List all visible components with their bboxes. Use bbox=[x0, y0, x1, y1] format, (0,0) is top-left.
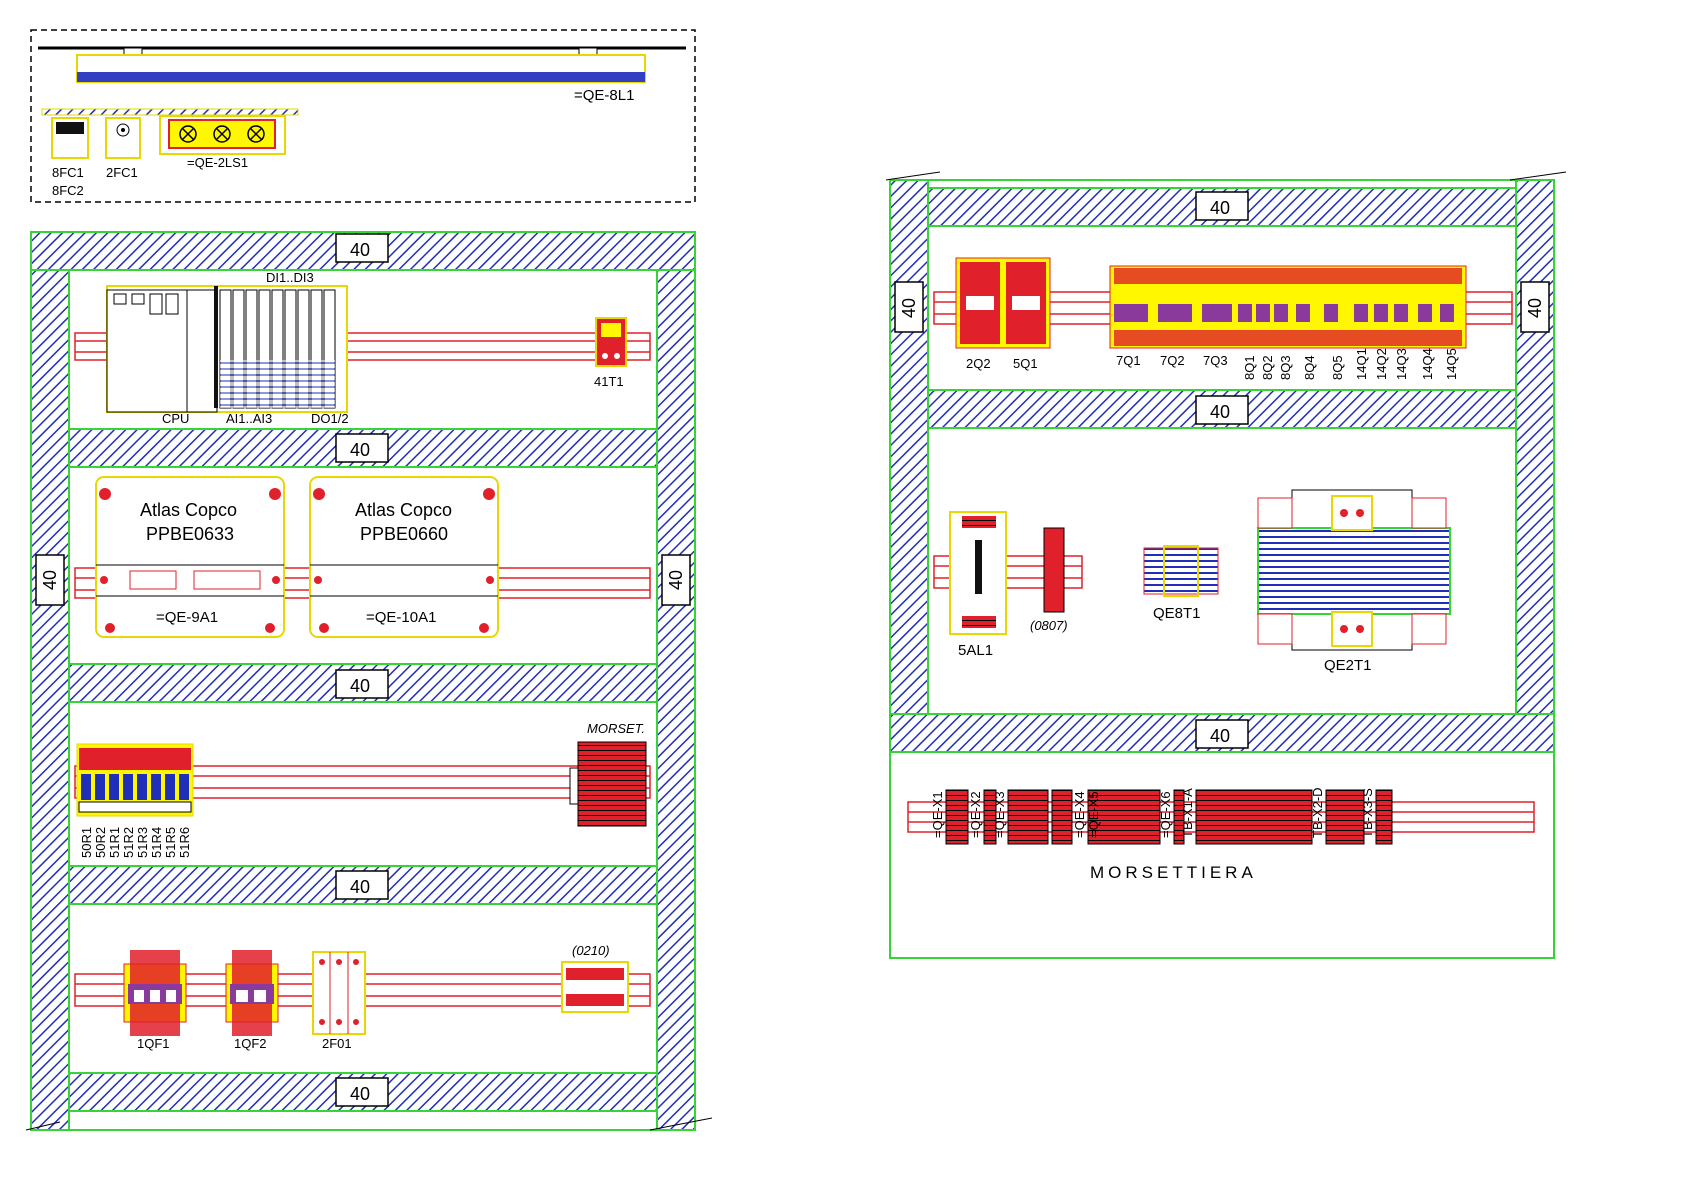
svg-text:14Q1: 14Q1 bbox=[1354, 348, 1369, 380]
lamp-bar-label: =QE-8L1 bbox=[574, 87, 634, 104]
breaker-1qf1-label: 1QF1 bbox=[137, 1036, 170, 1051]
left-duct-labels: 40 40 40 40 40 40 40 bbox=[35, 233, 691, 1107]
plc-di-label: DI1..DI3 bbox=[266, 270, 314, 285]
plc-ai-label: AI1..AI3 bbox=[226, 411, 272, 426]
svg-text:51R5: 51R5 bbox=[163, 827, 178, 858]
svg-text:8Q4: 8Q4 bbox=[1302, 355, 1317, 380]
fc2-label: 8FC2 bbox=[52, 183, 84, 198]
unit-b-model: PPBE0660 bbox=[360, 524, 448, 544]
psu-label: 5AL1 bbox=[958, 642, 993, 659]
unit-a-tag: =QE-9A1 bbox=[156, 609, 218, 626]
relay-bank bbox=[76, 743, 194, 817]
svg-text:=QE-X6: =QE-X6 bbox=[1158, 791, 1173, 838]
unit-b-brand: Atlas Copco bbox=[355, 500, 452, 520]
svg-text:40: 40 bbox=[1210, 198, 1230, 218]
svg-text:50R2: 50R2 bbox=[93, 827, 108, 858]
fuse-2f01 bbox=[312, 951, 366, 1035]
breaker-1qf1 bbox=[123, 950, 187, 1036]
svg-text:14Q5: 14Q5 bbox=[1444, 348, 1459, 380]
breaker-1qf2 bbox=[225, 950, 279, 1036]
svg-text:=QE-X1: =QE-X1 bbox=[930, 791, 945, 838]
svg-text:40: 40 bbox=[899, 298, 919, 318]
transformer-41t1-label: 41T1 bbox=[594, 374, 624, 389]
svg-text:14Q3: 14Q3 bbox=[1394, 348, 1409, 380]
terminal-group-labels: =QE-X1 =QE-X2 =QE-X3 =QE-X4 =QE-X5 =QE-X… bbox=[930, 787, 1375, 838]
fc1-label: 8FC1 bbox=[52, 165, 84, 180]
right-duct-labels: 40 40 40 40 40 bbox=[894, 191, 1550, 749]
svg-text:40: 40 bbox=[350, 440, 370, 460]
breaker-2q2-5q1 bbox=[955, 257, 1051, 349]
left-vertical-duct bbox=[30, 231, 70, 1131]
unit-a-brand: Atlas Copco bbox=[140, 500, 237, 520]
svg-text:=QE-X3: =QE-X3 bbox=[992, 791, 1007, 838]
svg-text:51R1: 51R1 bbox=[107, 827, 122, 858]
svg-text:8Q3: 8Q3 bbox=[1278, 355, 1293, 380]
limit-switch-2fc bbox=[105, 117, 141, 159]
left-cabinet bbox=[25, 231, 713, 1131]
svg-text:=QE-X2: =QE-X2 bbox=[968, 791, 983, 838]
fc3-label: 2FC1 bbox=[106, 165, 138, 180]
breaker-7q3-label: 7Q3 bbox=[1203, 353, 1228, 368]
svg-text:40: 40 bbox=[350, 877, 370, 897]
svg-text:=QE-X4: =QE-X4 bbox=[1072, 791, 1087, 838]
relay-labels: 50R1 50R2 51R1 51R2 51R3 51R4 51R5 51R6 bbox=[79, 827, 192, 858]
svg-text:8Q2: 8Q2 bbox=[1260, 355, 1275, 380]
terminal-block-morset bbox=[569, 741, 647, 827]
transformer-qe8t1-label: QE8T1 bbox=[1153, 605, 1201, 622]
svg-text:TB-X3-S: TB-X3-S bbox=[1360, 788, 1375, 838]
svg-text:40: 40 bbox=[1210, 402, 1230, 422]
svg-text:40: 40 bbox=[350, 240, 370, 260]
top-accessory-box bbox=[30, 29, 696, 203]
breaker-7q1-label: 7Q1 bbox=[1116, 353, 1141, 368]
transformer-qe8t1 bbox=[1143, 545, 1219, 597]
plc-do-label: DO1/2 bbox=[311, 411, 349, 426]
transformer-qe2t1 bbox=[1257, 489, 1451, 651]
svg-text:51R3: 51R3 bbox=[135, 827, 150, 858]
unit-a-model: PPBE0633 bbox=[146, 524, 234, 544]
svg-text:8Q1: 8Q1 bbox=[1242, 355, 1257, 380]
controller-ppbe0633 bbox=[95, 476, 285, 638]
right-vertical-duct bbox=[656, 231, 696, 1131]
block-0807-label: (0807) bbox=[1030, 618, 1068, 633]
signal-label: =QE-2LS1 bbox=[187, 155, 248, 170]
breaker-row-7q-8q-14q bbox=[1109, 265, 1467, 349]
svg-text:=QE-X5: =QE-X5 bbox=[1086, 791, 1101, 838]
fuse-2f01-label: 2F01 bbox=[322, 1036, 352, 1051]
svg-text:TB-X1-A: TB-X1-A bbox=[1180, 788, 1195, 838]
svg-text:51R2: 51R2 bbox=[121, 827, 136, 858]
breaker-5q1-label: 5Q1 bbox=[1013, 356, 1038, 371]
signal-lamps bbox=[179, 125, 265, 143]
controller-ppbe0660 bbox=[309, 476, 499, 638]
svg-text:51R6: 51R6 bbox=[177, 827, 192, 858]
svg-text:40: 40 bbox=[1210, 726, 1230, 746]
svg-text:51R4: 51R4 bbox=[149, 827, 164, 858]
small-breaker-labels: 8Q1 8Q2 8Q3 8Q4 8Q5 14Q1 14Q2 14Q3 14Q4 … bbox=[1242, 348, 1459, 380]
power-supply-5al1 bbox=[949, 511, 1007, 635]
morsettiera-title: MORSETTIERA bbox=[1090, 863, 1257, 882]
svg-text:50R1: 50R1 bbox=[79, 827, 94, 858]
transformer-41t1 bbox=[595, 317, 627, 367]
svg-text:40: 40 bbox=[350, 676, 370, 696]
svg-text:TB-X2-D: TB-X2-D bbox=[1310, 787, 1325, 838]
svg-text:40: 40 bbox=[40, 570, 60, 590]
svg-text:14Q4: 14Q4 bbox=[1420, 348, 1435, 380]
plc-cpu-label: CPU bbox=[162, 411, 189, 426]
transformer-qe2t1-label: QE2T1 bbox=[1324, 657, 1372, 674]
terminal-0807 bbox=[1043, 527, 1065, 613]
terminal-0210-label: (0210) bbox=[572, 943, 610, 958]
breaker-2q2-label: 2Q2 bbox=[966, 356, 991, 371]
svg-text:40: 40 bbox=[1525, 298, 1545, 318]
breaker-7q2-label: 7Q2 bbox=[1160, 353, 1185, 368]
terminals-label: MORSET. bbox=[587, 721, 645, 736]
plc-rack bbox=[106, 285, 348, 413]
svg-text:40: 40 bbox=[666, 570, 686, 590]
breaker-1qf2-label: 1QF2 bbox=[234, 1036, 267, 1051]
svg-text:40: 40 bbox=[350, 1084, 370, 1104]
unit-b-tag: =QE-10A1 bbox=[366, 609, 436, 626]
svg-text:14Q2: 14Q2 bbox=[1374, 348, 1389, 380]
terminal-strip bbox=[945, 789, 1393, 845]
terminal-0210 bbox=[561, 961, 629, 1013]
svg-text:8Q5: 8Q5 bbox=[1330, 355, 1345, 380]
